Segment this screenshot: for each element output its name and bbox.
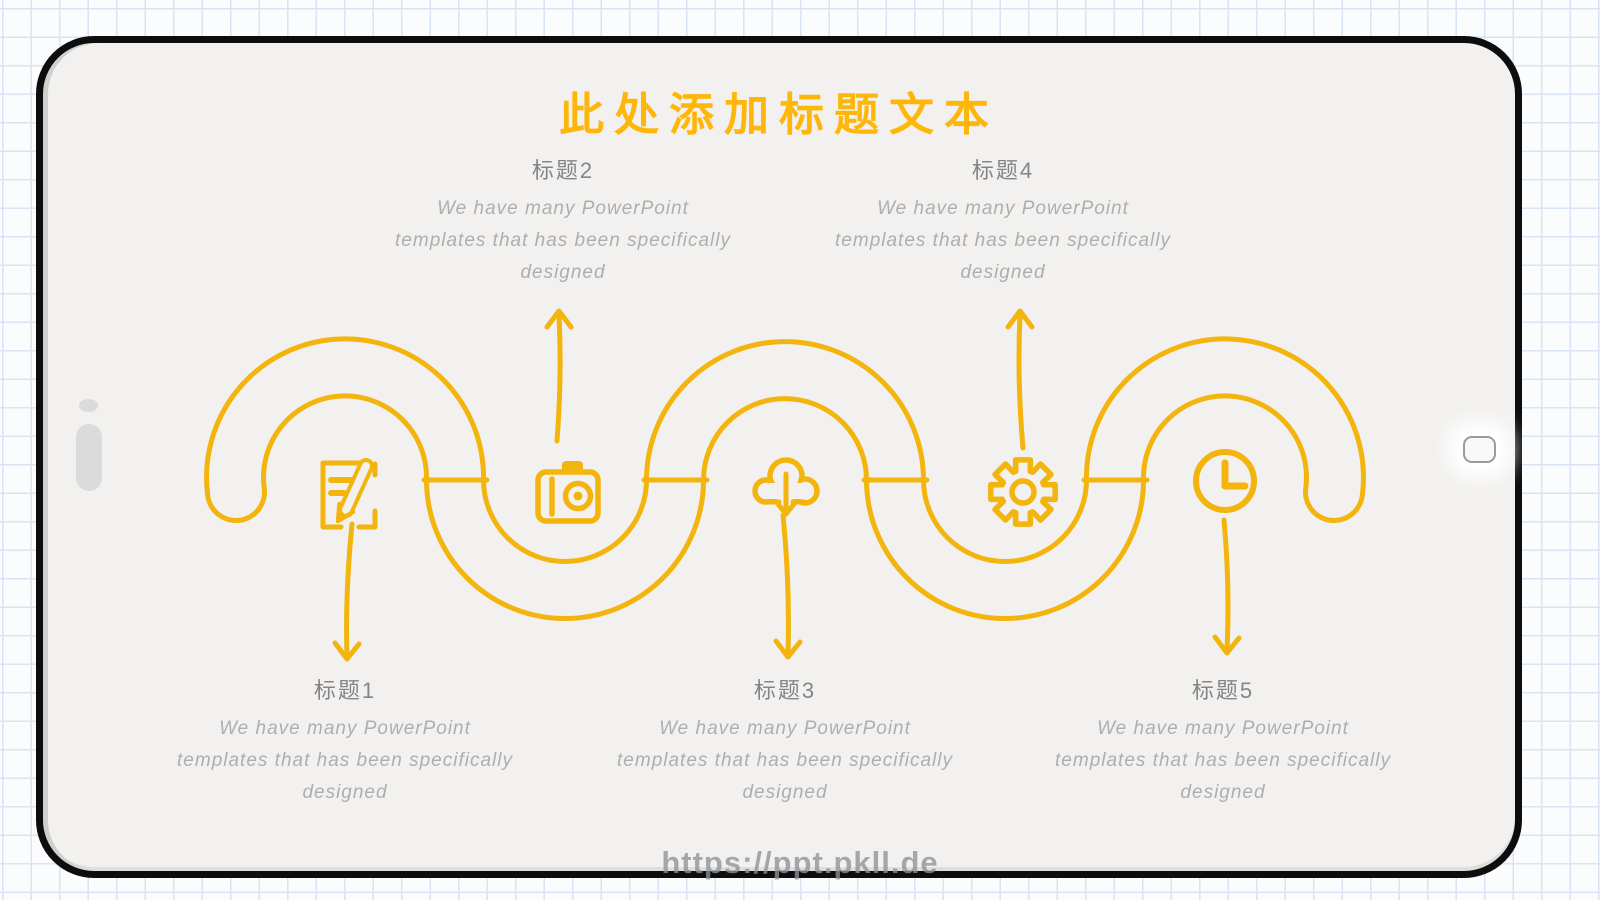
step-label: 标题1 xyxy=(313,678,377,703)
step-block-1: 标题1 We have many PowerPoint templates th… xyxy=(125,678,565,809)
step-body-line: templates that has been specifically xyxy=(617,750,953,771)
step-body-line: designed xyxy=(1180,782,1266,803)
tablet-i-marker-dot xyxy=(79,399,98,412)
step-block-4: 标题4 We have many PowerPoint templates th… xyxy=(783,158,1223,289)
step-body-line: designed xyxy=(520,262,606,283)
step-block-2: 标题2 We have many PowerPoint templates th… xyxy=(343,158,783,289)
step-label: 标题2 xyxy=(531,158,595,183)
step-body-line: We have many PowerPoint xyxy=(437,198,689,219)
step-body-line: templates that has been specifically xyxy=(177,750,513,771)
step-body-line: designed xyxy=(302,782,388,803)
step-body-line: templates that has been specifically xyxy=(1055,750,1391,771)
step-body-line: templates that has been specifically xyxy=(835,230,1171,251)
step-body-line: We have many PowerPoint xyxy=(659,718,911,739)
step-label: 标题3 xyxy=(753,678,817,703)
step-body-line: We have many PowerPoint xyxy=(877,198,1129,219)
step-body-line: designed xyxy=(742,782,828,803)
watermark-url: https://ppt.pkll.de xyxy=(661,845,939,880)
tablet-i-marker-stem xyxy=(76,424,102,491)
step-label: 标题5 xyxy=(1191,678,1255,703)
step-body-line: templates that has been specifically xyxy=(395,230,731,251)
step-body-line: designed xyxy=(960,262,1046,283)
step-body-line: We have many PowerPoint xyxy=(1097,718,1349,739)
step-label: 标题4 xyxy=(971,158,1035,183)
home-button xyxy=(1463,436,1496,463)
step-block-5: 标题5 We have many PowerPoint templates th… xyxy=(1003,678,1443,809)
slide-title: 此处添加标题文本 xyxy=(558,89,999,140)
step-body-line: We have many PowerPoint xyxy=(219,718,471,739)
step-block-3: 标题3 We have many PowerPoint templates th… xyxy=(565,678,1005,809)
